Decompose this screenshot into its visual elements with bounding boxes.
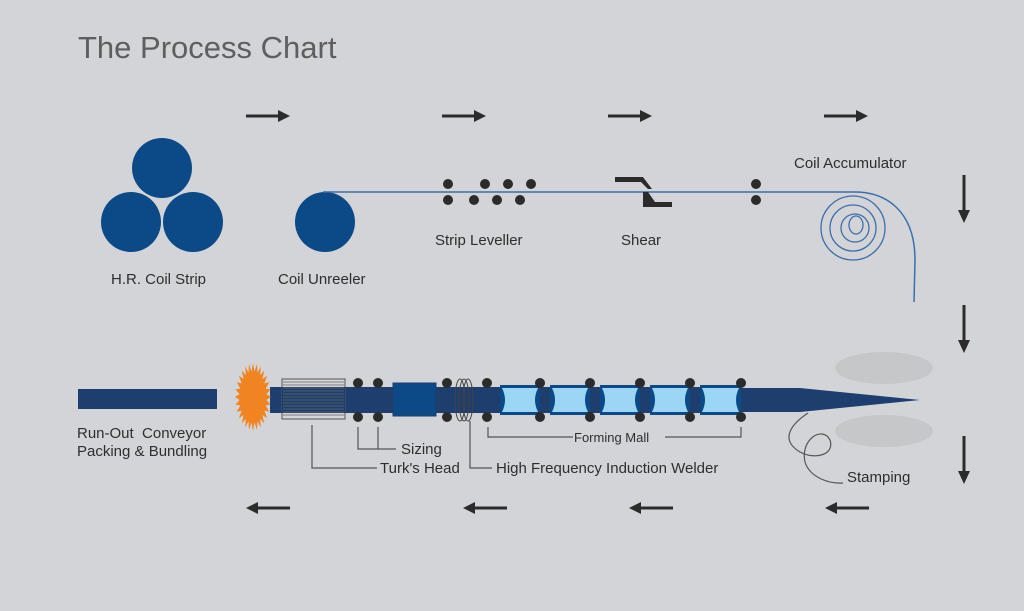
label-packing-bundling: Packing & Bundling xyxy=(77,443,208,460)
forming-roller xyxy=(535,378,545,388)
label-turks-head: Turk's Head xyxy=(380,460,460,477)
label-forming-mall: Forming Mall xyxy=(574,430,650,445)
turks-head-icon xyxy=(281,378,346,420)
welder-leader xyxy=(469,421,492,469)
strip-line xyxy=(323,191,916,303)
arrow-left-icon xyxy=(463,502,507,514)
label-sizing: Sizing xyxy=(401,441,442,458)
sizing-leader xyxy=(357,427,396,450)
stamping-rolls xyxy=(835,352,933,447)
arrow-down-icon xyxy=(958,436,970,484)
page-title: The Process Chart xyxy=(78,30,337,65)
forming-mall-rollers xyxy=(535,378,746,422)
arrow-left-icon xyxy=(246,502,290,514)
forming-roller xyxy=(635,412,645,422)
label-hf-induction-welder: High Frequency Induction Welder xyxy=(496,460,719,477)
label-shear: Shear xyxy=(621,232,662,249)
forming-section xyxy=(602,388,638,412)
welder-rollers xyxy=(442,378,492,422)
forming-section xyxy=(552,388,588,412)
run-out-conveyor xyxy=(78,389,217,409)
forming-roller xyxy=(585,412,595,422)
sizing-rollers xyxy=(353,378,383,422)
forming-section xyxy=(652,388,688,412)
flow-arrows-right xyxy=(958,175,970,484)
turks-head-leader xyxy=(311,425,377,469)
stamping-leader xyxy=(788,412,844,484)
pinch-rollers xyxy=(751,179,761,205)
forming-roller xyxy=(736,378,746,388)
arrow-down-icon xyxy=(958,305,970,353)
forming-roller xyxy=(736,412,746,422)
cut-off-spark-icon xyxy=(235,363,271,431)
arrow-right-icon xyxy=(442,110,486,122)
forming-section xyxy=(702,388,739,412)
arrow-right-icon xyxy=(246,110,290,122)
induction-welder-coil-icon xyxy=(454,378,474,422)
arrow-left-icon xyxy=(825,502,869,514)
forming-mall-bracket xyxy=(487,427,742,438)
tapered-strip xyxy=(740,388,920,412)
label-run-out-conveyor: Run-Out Conveyor xyxy=(77,425,207,442)
flow-arrows-top xyxy=(246,110,868,122)
forming-roller xyxy=(685,412,695,422)
label-hr-coil-strip: H.R. Coil Strip xyxy=(111,271,207,288)
flow-arrows-bottom xyxy=(246,502,869,514)
strip-leveller-rollers xyxy=(443,179,536,205)
arrow-right-icon xyxy=(824,110,868,122)
forming-mall-sections xyxy=(500,385,741,415)
forming-section xyxy=(502,388,538,412)
coil-accumulator-icon xyxy=(820,195,886,261)
arrow-right-icon xyxy=(608,110,652,122)
arrow-down-icon xyxy=(958,175,970,223)
label-coil-unreeler: Coil Unreeler xyxy=(278,271,366,288)
forming-roller xyxy=(535,412,545,422)
label-stamping: Stamping xyxy=(847,469,911,486)
coil-unreeler-icon xyxy=(295,192,355,252)
forming-roller xyxy=(585,378,595,388)
shear-icon xyxy=(615,177,672,207)
hr-coil-strip-icon xyxy=(101,138,223,252)
label-coil-accumulator: Coil Accumulator xyxy=(794,155,907,172)
scarfing-box xyxy=(392,382,437,417)
arrow-left-icon xyxy=(629,502,673,514)
forming-roller xyxy=(685,378,695,388)
forming-roller xyxy=(635,378,645,388)
label-strip-leveller: Strip Leveller xyxy=(435,232,523,249)
